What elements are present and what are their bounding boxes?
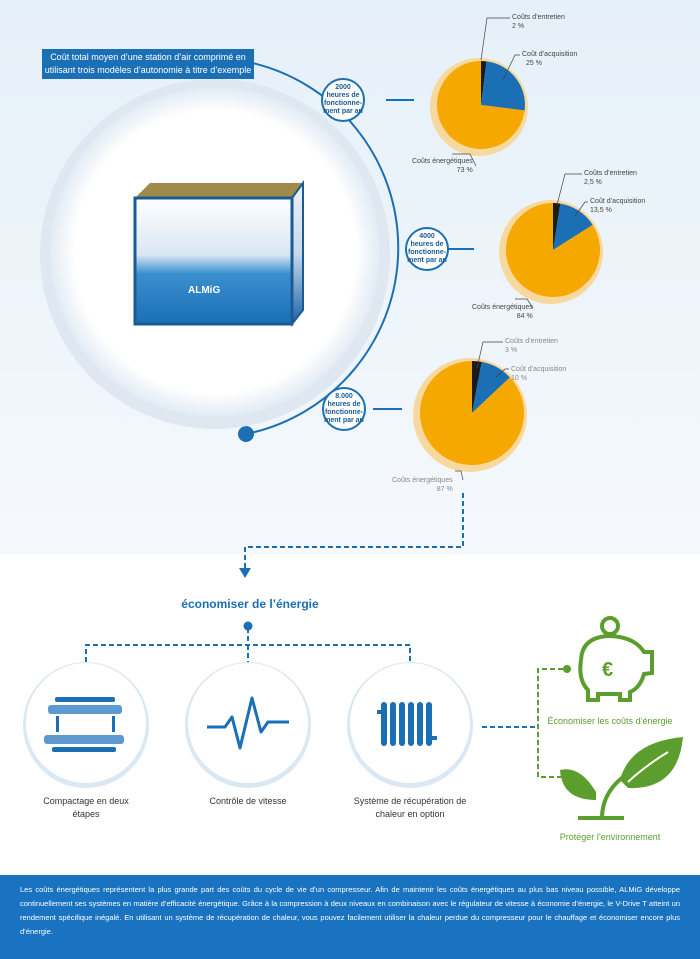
speed-pulse-icon (207, 696, 289, 750)
pie-charts (413, 58, 603, 472)
section-heading: économiser de l’énergie (181, 597, 319, 611)
pie-1-slice-acquisition (481, 61, 526, 111)
timeline-end-dot (238, 426, 254, 442)
pie-leader-lines (452, 17, 588, 481)
timeline-arc (245, 61, 400, 435)
pie-3-slice-acquisition (472, 361, 510, 413)
compressor-cabinet-icon: ALMiG (133, 179, 304, 327)
flow-node-dot (243, 621, 253, 631)
feature-label-heat-recovery: Système de récupération de chaleur en op… (353, 796, 467, 819)
piggy-bank-euro-icon: € (578, 616, 654, 702)
leaf-sprout-icon (560, 737, 683, 820)
hours-badge-8000: 8.000 heures de fonctionne-ment par an (322, 387, 366, 431)
pie-2-slice-acquisition (553, 203, 593, 250)
green-dashed-lines (537, 668, 563, 778)
compressor-screws-icon (44, 697, 124, 752)
pie-1-slice-energie (437, 61, 525, 149)
pie-3-slice-energie (420, 361, 524, 466)
pie-3-slice-entretien (472, 361, 482, 413)
feature-circle-speed (185, 662, 311, 788)
hours-badge-4000: 4000 heures de fonctionne-ment par an (405, 227, 449, 271)
feature-label-speed: Contrôle de vitesse (209, 796, 287, 806)
svg-text:€: € (602, 659, 613, 681)
benefit-label-environment: Protéger l’environnement (559, 832, 661, 842)
green-node-dot-1 (563, 665, 571, 673)
pie-2-slice-entretien (553, 203, 561, 250)
benefit-label-save: Économiser les coûts d’énergie (547, 716, 673, 726)
feature-circle-heat-recovery (347, 662, 473, 788)
radiator-icon (377, 702, 437, 746)
brand-logo-text: ALMiG (188, 285, 220, 296)
footer-text: Les coûts énergétiques représentent la p… (0, 875, 700, 959)
page-title: Coût total moyen d’une station d’air com… (42, 49, 254, 79)
flow-dashed-lines (85, 493, 536, 728)
diagram-canvas: ALMiG (23, 17, 683, 820)
pie-1-slice-entretien (481, 61, 487, 105)
flow-arrow-head (239, 568, 251, 578)
feature-circle-compaction (23, 662, 149, 788)
pie-2-slice-energie (505, 203, 600, 297)
feature-label-compaction: Compactage en deux étapes (43, 796, 129, 819)
hours-badge-2000: 2000 heures de fonctionne-ment par an (321, 78, 365, 122)
